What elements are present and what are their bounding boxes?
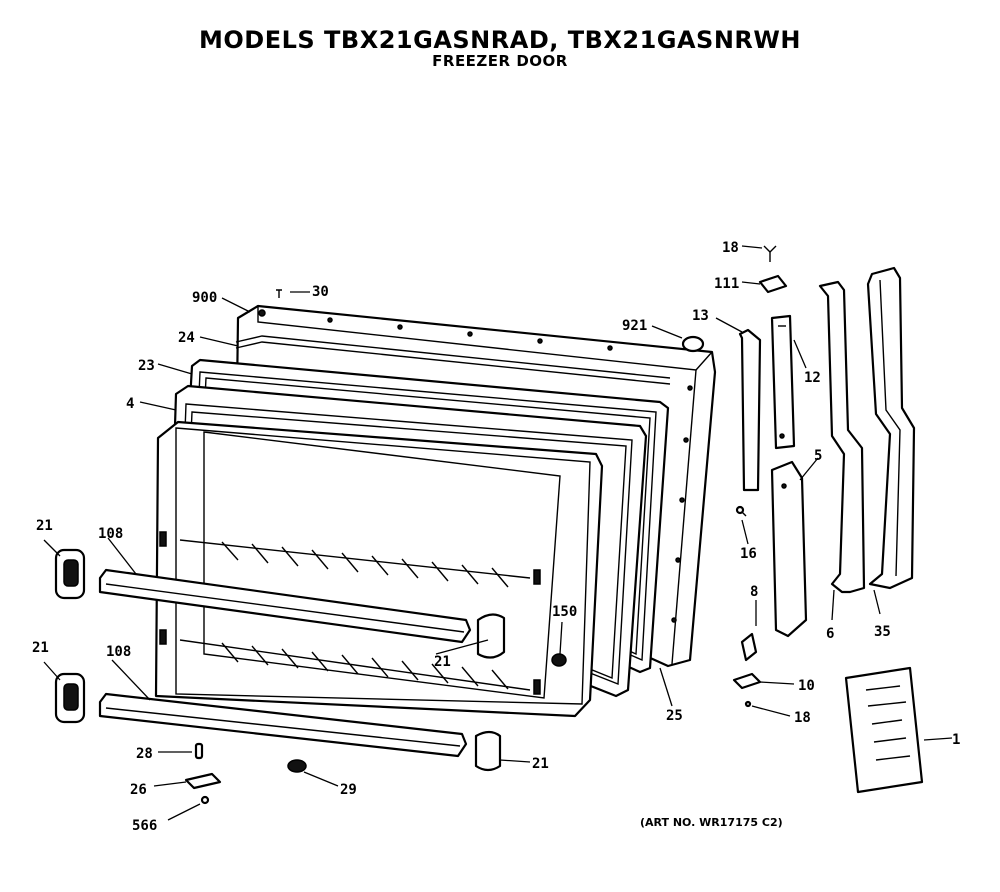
page-subtitle: FREEZER DOOR [432, 52, 568, 70]
callout-21-upper-left: 21 [36, 518, 53, 534]
screw-18-bottom [744, 700, 752, 708]
plug [551, 653, 567, 667]
callout-921: 921 [622, 318, 647, 334]
screw-30 [276, 289, 282, 298]
callout-21-lower-left: 21 [32, 640, 49, 656]
rail-cap-left-lower [54, 672, 86, 724]
screw-16 [735, 505, 747, 517]
plug-921 [681, 335, 705, 353]
gasket-strip [235, 335, 671, 385]
callout-111: 111 [714, 276, 739, 292]
door-liner [154, 420, 604, 718]
callout-23: 23 [138, 358, 155, 374]
art-number: (ART NO. WR17175 C2) [640, 816, 783, 829]
callout-108-lower: 108 [106, 644, 131, 660]
callout-16: 16 [740, 546, 757, 562]
callout-8: 8 [750, 584, 758, 600]
callout-1: 1 [952, 732, 960, 748]
screw-566 [200, 795, 210, 805]
callout-566: 566 [132, 818, 157, 834]
spacer-8 [740, 632, 758, 662]
bracket-26 [184, 772, 222, 790]
callout-12: 12 [804, 370, 821, 386]
callout-10: 10 [798, 678, 815, 694]
callout-21-bottom: 21 [532, 756, 549, 772]
callout-18-top: 18 [722, 240, 739, 256]
callout-24: 24 [178, 330, 195, 346]
screw-18-top [763, 245, 777, 262]
callout-900: 900 [192, 290, 217, 306]
rail-cap-left-upper [54, 548, 86, 600]
callout-13: 13 [692, 308, 709, 324]
callout-25: 25 [666, 708, 683, 724]
handle-trim-13 [738, 328, 762, 492]
shelf-rail-upper [98, 568, 472, 644]
rail-cap-right-upper [476, 613, 506, 659]
rail-cap-right-lower [474, 730, 502, 772]
callout-30: 30 [312, 284, 329, 300]
page-title: MODELS TBX21GASNRAD, TBX21GASNRWH [199, 26, 801, 54]
hinge-bracket-5 [770, 460, 808, 638]
callout-6: 6 [826, 626, 834, 642]
callout-35: 35 [874, 624, 891, 640]
callout-18-bottom: 18 [794, 710, 811, 726]
handle-6 [818, 280, 866, 594]
bracket-10 [732, 672, 762, 690]
callout-4: 4 [126, 396, 134, 412]
bracket-111 [758, 274, 788, 294]
leader-lines [43, 245, 953, 821]
callout-29: 29 [340, 782, 357, 798]
callout-28: 28 [136, 746, 153, 762]
callout-5: 5 [814, 448, 822, 464]
button-29 [287, 759, 307, 773]
callout-21-center: 21 [434, 654, 451, 670]
callout-108-upper: 108 [98, 526, 123, 542]
handle-35 [866, 266, 916, 590]
shelf-rail-lower [98, 692, 468, 758]
callout-26: 26 [130, 782, 147, 798]
callout-150: 150 [552, 604, 577, 620]
handle-bracket-12 [770, 314, 796, 450]
screw-28 [194, 742, 204, 760]
instruction-booklet [844, 666, 924, 794]
